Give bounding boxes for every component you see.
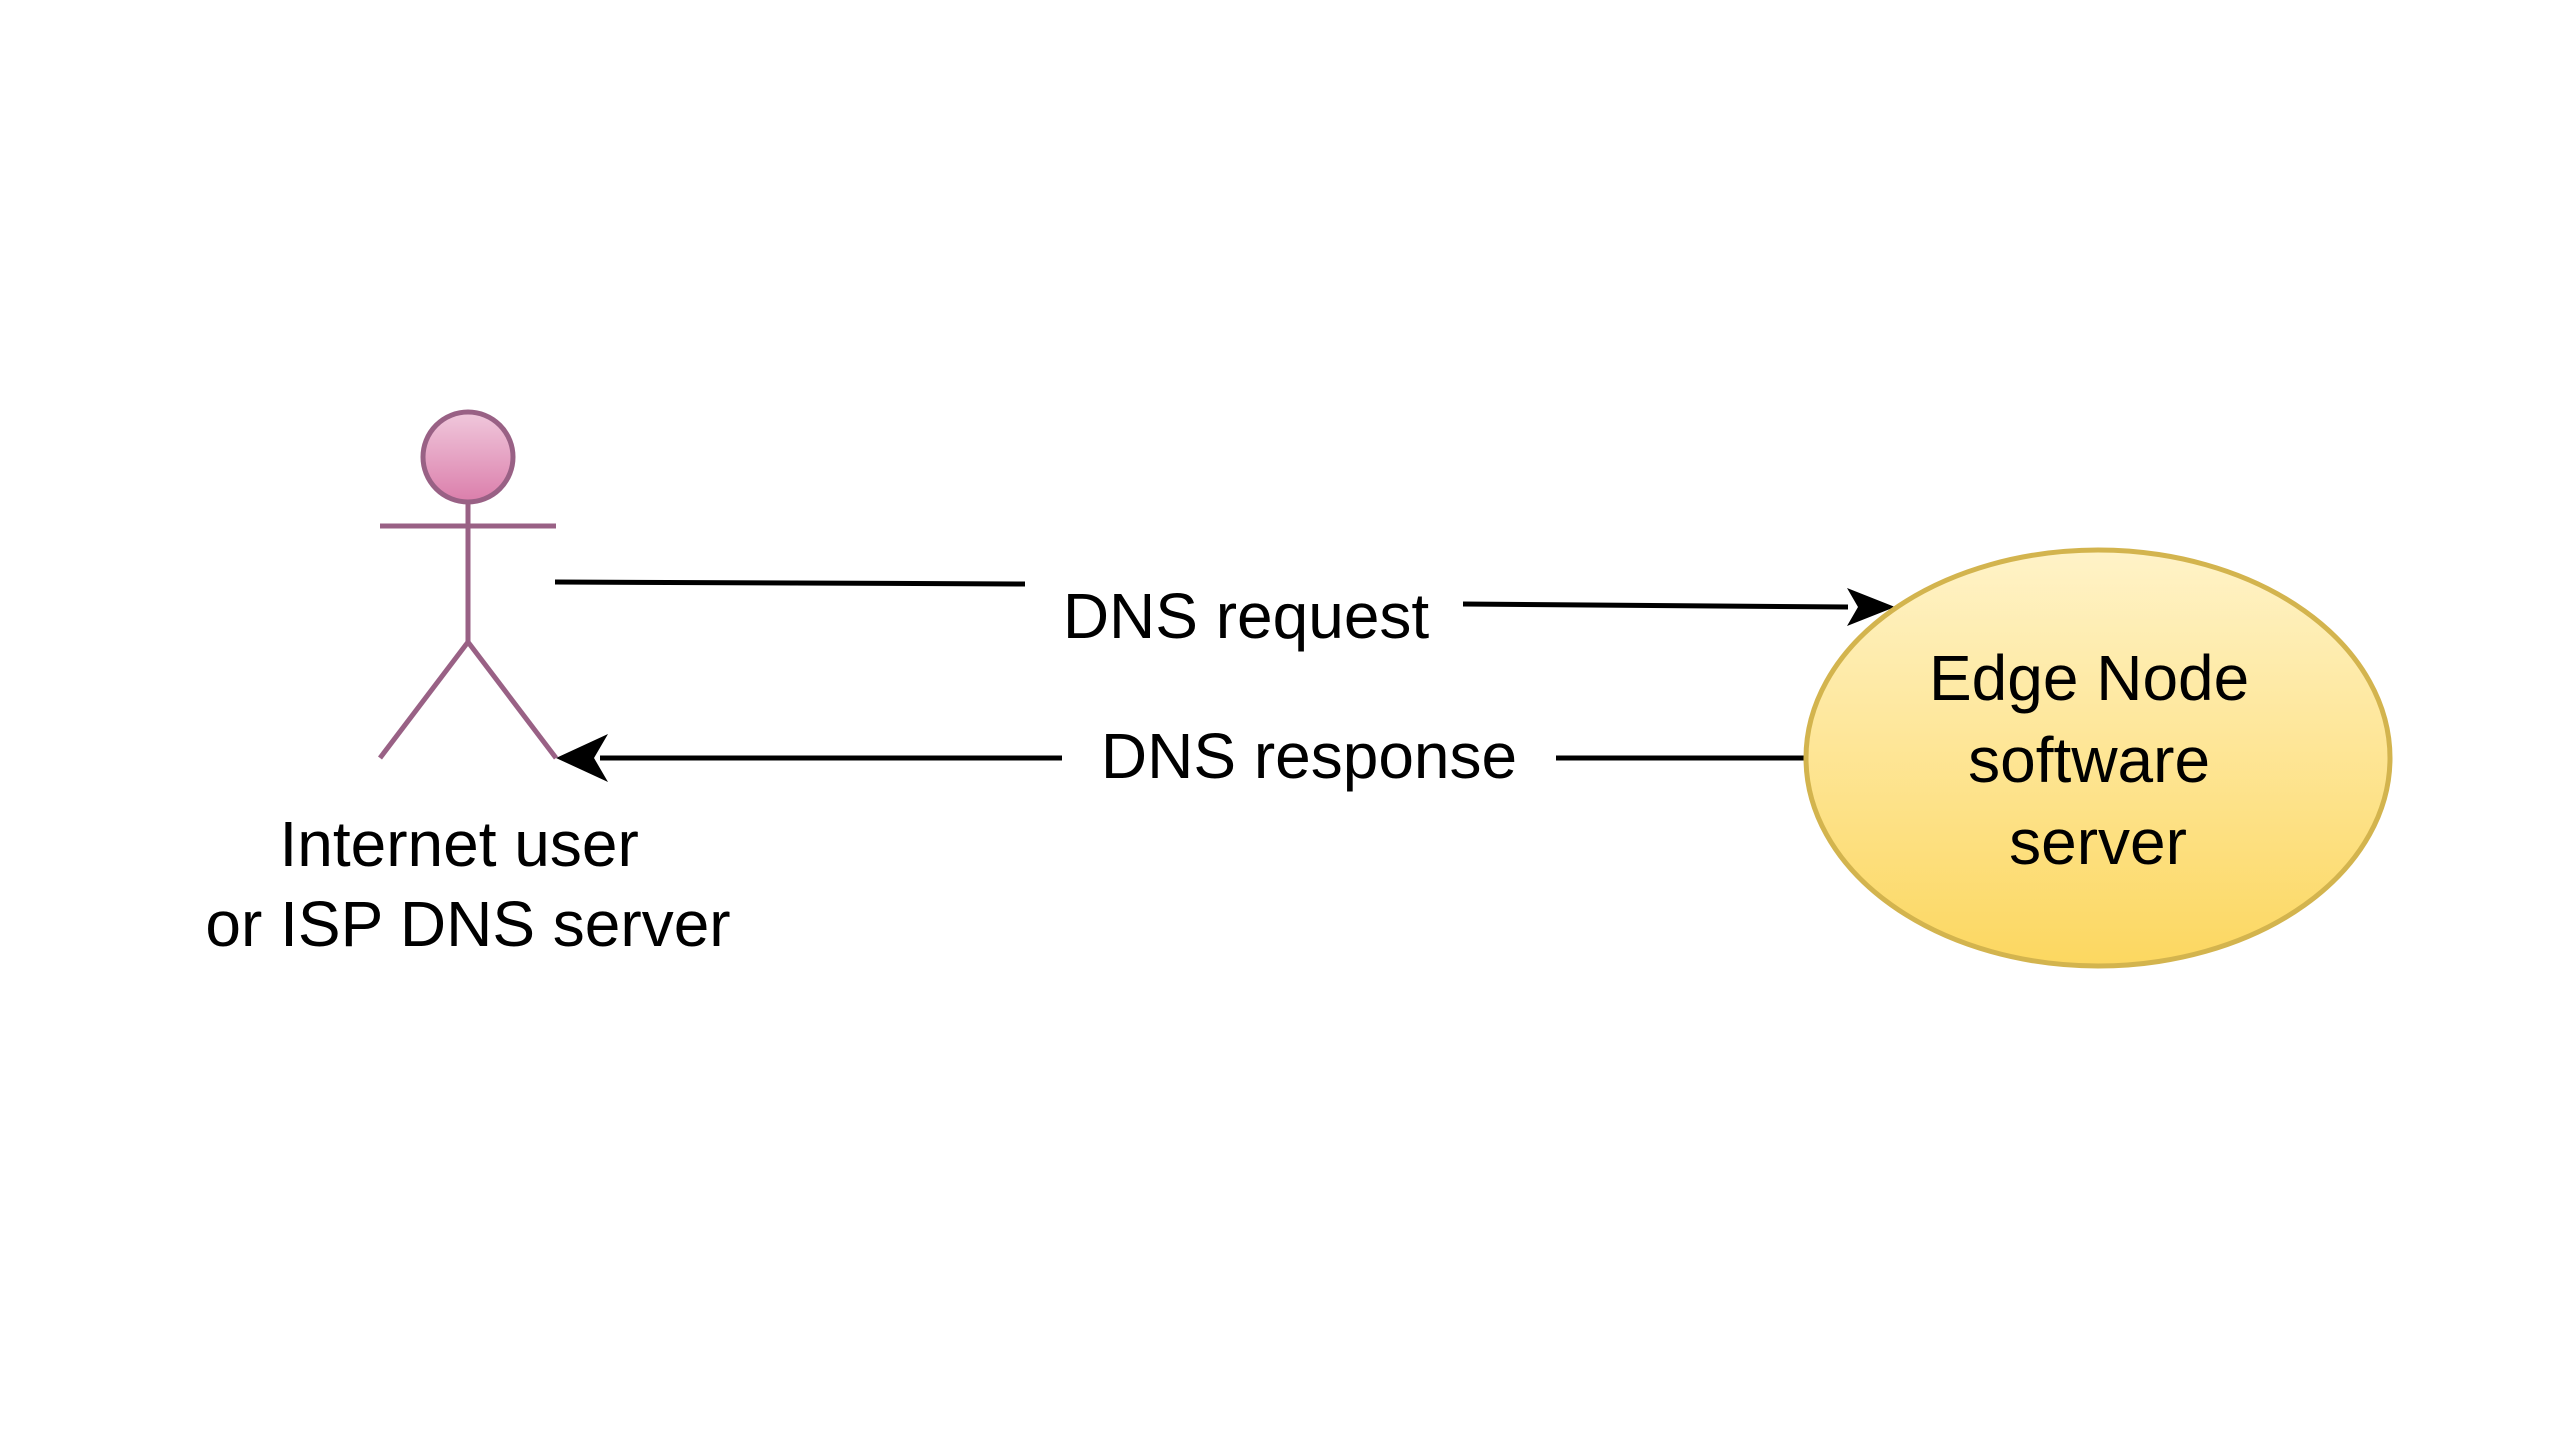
request-arrowhead-icon [1847, 588, 1895, 626]
actor-label-line-1: Internet user [279, 808, 638, 880]
actor-label: Internet user or ISP DNS server [205, 808, 730, 960]
request-line-right [1462, 601, 1849, 610]
edge-dns-request[interactable]: DNS request [554, 579, 1895, 652]
server-label-line-2: software [1968, 724, 2210, 796]
request-label: DNS request [1063, 580, 1430, 652]
server-label: Edge Node software server [1929, 642, 2267, 878]
response-label: DNS response [1101, 720, 1517, 792]
actor-label-line-2: or ISP DNS server [205, 888, 730, 960]
edge-dns-response[interactable]: DNS response [556, 720, 1805, 792]
server-ellipse [1803, 547, 2393, 969]
request-line-left [554, 579, 1026, 587]
server-label-line-1: Edge Node [1929, 642, 2249, 714]
response-arrowhead-icon [556, 734, 608, 782]
actor-internet-user[interactable]: Internet user or ISP DNS server [205, 409, 731, 960]
node-edge-node-server[interactable]: Edge Node software server [1803, 547, 2393, 969]
actor-head-icon [420, 409, 516, 505]
actor-right-leg-line [466, 640, 558, 760]
actor-left-leg-line [378, 640, 470, 760]
server-label-line-3: server [2009, 806, 2187, 878]
